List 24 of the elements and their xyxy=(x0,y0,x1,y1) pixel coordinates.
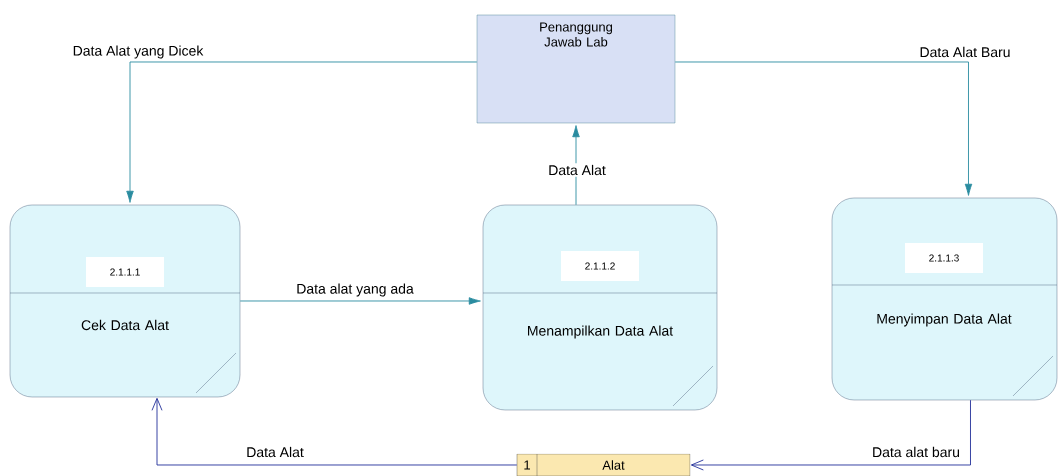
entity-name: Penanggung Jawab Lab xyxy=(540,22,613,47)
process-number: 2.1.1.2 xyxy=(561,251,639,281)
process-box xyxy=(831,197,1058,401)
process-box xyxy=(482,204,718,411)
arrow xyxy=(572,125,580,206)
process-title: Menyimpan Data Alat xyxy=(877,313,1012,327)
entity-box xyxy=(476,14,676,124)
process-title: Menampilkan Data Alat xyxy=(528,325,673,339)
process-box xyxy=(9,204,241,398)
edge-label: Data alat yang ada xyxy=(294,281,416,298)
data-store: 1 Alat xyxy=(516,453,691,476)
arrow xyxy=(239,297,481,305)
process-title: Cek Data Alat xyxy=(81,319,169,331)
edge-label: Data Alat yang Dicek xyxy=(71,43,205,60)
arrow xyxy=(151,397,518,466)
edge-label: Data Alat xyxy=(546,163,608,177)
process-number: 2.1.1.3 xyxy=(905,243,983,273)
arrow xyxy=(674,61,973,196)
edge-label: Data Alat xyxy=(244,445,306,459)
arrow xyxy=(126,61,478,203)
process-number: 2.1.1.1 xyxy=(86,257,164,287)
edge-label: Data alat baru xyxy=(870,445,962,459)
edge-label: Data Alat Baru xyxy=(918,45,1012,59)
arrow xyxy=(690,399,971,471)
